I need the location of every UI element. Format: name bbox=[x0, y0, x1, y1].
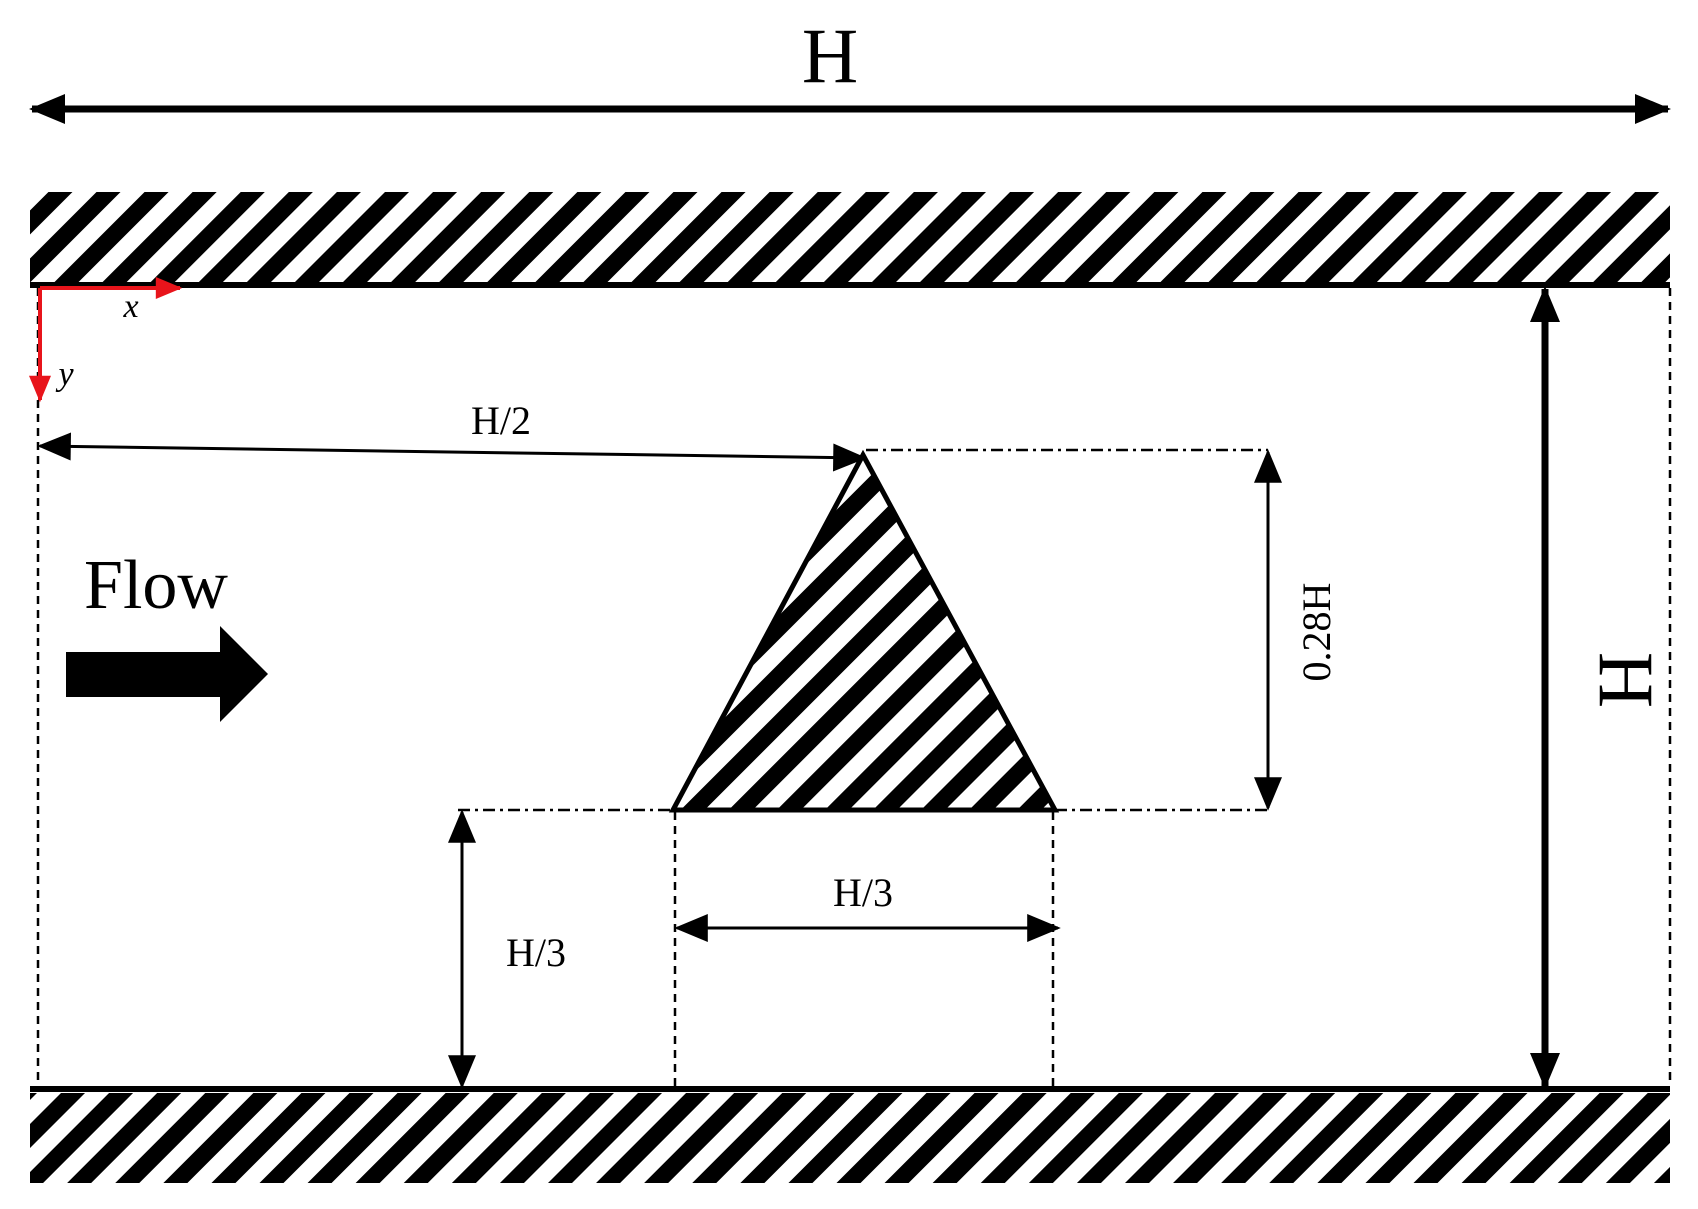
bottom-wall bbox=[30, 1093, 1670, 1183]
base-offset-label: H/3 bbox=[506, 930, 566, 975]
triangle-height-label: 0.28H bbox=[1294, 583, 1339, 682]
apex-offset-dimension-line bbox=[37, 432, 867, 472]
channel-height-label: H bbox=[1583, 652, 1670, 708]
top-wall bbox=[30, 192, 1670, 282]
top-width-label: H bbox=[802, 12, 858, 99]
base-width-label: H/3 bbox=[833, 870, 893, 915]
x-axis-label: x bbox=[122, 288, 138, 325]
flow-arrow bbox=[66, 626, 268, 722]
y-axis-label: y bbox=[55, 356, 74, 393]
triangle-obstacle bbox=[668, 449, 1060, 813]
apex-offset-label: H/2 bbox=[471, 398, 531, 443]
flow-label: Flow bbox=[84, 547, 228, 624]
